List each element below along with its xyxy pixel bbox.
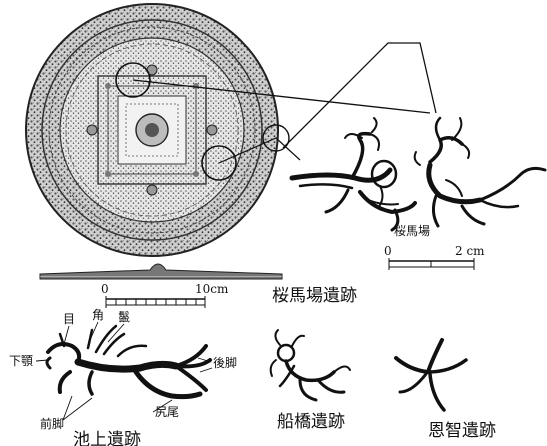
mirror-scale-end: 10cm [195,283,228,295]
part-label-hind-leg: 後脚 [213,357,237,369]
part-label-tail: 尻尾 [155,406,179,418]
site-label-funabashi: 船橋遺跡 [277,414,345,431]
enlarged-dragon-left [292,118,415,230]
funabashi-dragon [271,330,350,400]
enlarged-dragon-right [415,118,545,226]
onji-dragon [396,340,466,410]
detail-scale-bar [389,258,474,270]
site-label-onji: 恩智遺跡 [428,423,496,440]
site-label-sakurababa: 桜馬場遺跡 [272,288,357,305]
part-label-horn: 角 [92,309,104,321]
detail-scale-start: 0 [384,245,392,257]
detail-site-label: 桜馬場 [394,225,430,237]
site-label-ikegami: 池上遺跡 [73,432,141,446]
mirror-profile [40,264,282,279]
mirror-scale-start: 0 [101,283,109,295]
ikegami-dragon [47,326,210,397]
part-label-eye: 目 [63,313,75,325]
detail-scale-end: 2 cm [455,245,485,257]
part-label-foreleg: 前脚 [40,418,64,430]
part-label-whisker: 鬣 [118,311,130,323]
mirror-scale-bar [106,296,205,308]
part-label-lower-jaw: 下顎 [9,355,33,367]
